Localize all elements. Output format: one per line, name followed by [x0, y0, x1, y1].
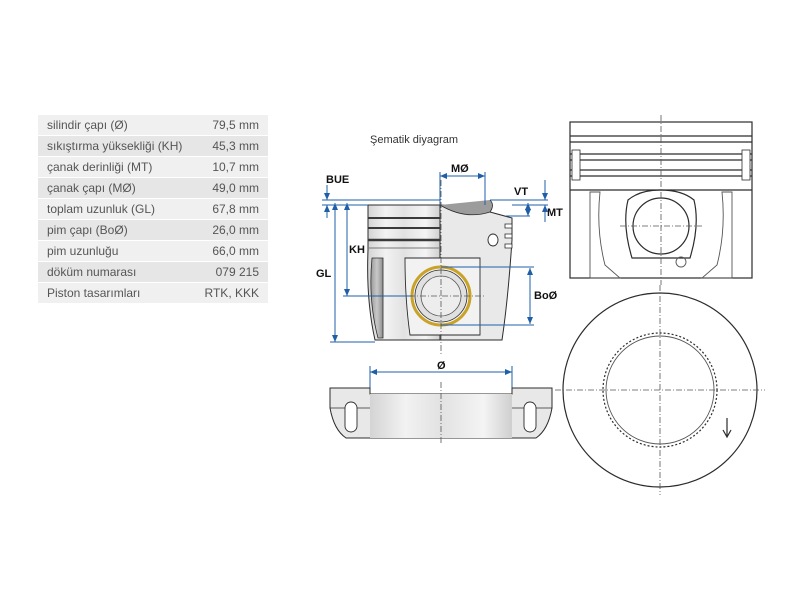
spec-label: çanak çapı (MØ) — [38, 177, 195, 199]
spec-value: 66,0 mm — [194, 240, 268, 262]
label-bo: BoØ — [534, 290, 558, 302]
spec-label: pim uzunluğu — [38, 240, 195, 262]
spec-row: çanak derinliği (MT)10,7 mm — [38, 156, 268, 178]
spec-value: 79,5 mm — [194, 115, 268, 136]
label-bue: BUE — [326, 174, 349, 186]
spec-row: pim çapı (BoØ)26,0 mm — [38, 219, 268, 241]
schematic-title: Şematik diyagram — [370, 134, 459, 146]
direction-arrow-icon — [722, 418, 732, 439]
piston-cross-section — [569, 115, 753, 285]
label-mt: MT — [547, 207, 563, 219]
spec-row: çanak çapı (MØ)49,0 mm — [38, 177, 268, 199]
label-gl: GL — [316, 268, 332, 280]
spec-label: Piston tasarımları — [38, 282, 195, 304]
spec-value: 079 215 — [194, 261, 268, 283]
spec-value: 67,8 mm — [194, 198, 268, 220]
spec-row: sıkıştırma yüksekliği (KH)45,3 mm — [38, 135, 268, 157]
spec-value: RTK, KKK — [194, 282, 268, 304]
spec-value: 49,0 mm — [194, 177, 268, 199]
spec-label: toplam uzunluk (GL) — [38, 198, 195, 220]
spec-value: 45,3 mm — [194, 135, 268, 157]
dimension-lines — [322, 172, 548, 392]
spec-label: döküm numarası — [38, 261, 195, 283]
spec-label: çanak derinliği (MT) — [38, 156, 195, 178]
piston-bottom-section — [329, 382, 553, 444]
piston-side-view — [367, 180, 513, 355]
spec-value: 26,0 mm — [194, 219, 268, 241]
spec-row: toplam uzunluk (GL)67,8 mm — [38, 198, 268, 220]
label-mo: MØ — [451, 163, 469, 175]
spec-label: sıkıştırma yüksekliği (KH) — [38, 135, 195, 157]
spec-value: 10,7 mm — [194, 156, 268, 178]
spec-label: silindir çapı (Ø) — [38, 115, 195, 136]
label-kh: KH — [349, 244, 365, 256]
spec-row: silindir çapı (Ø)79,5 mm — [38, 115, 268, 136]
spec-table: silindir çapı (Ø)79,5 mm sıkıştırma yüks… — [38, 115, 268, 304]
label-vt: VT — [514, 186, 528, 198]
piston-top-view — [555, 285, 765, 495]
label-o: Ø — [437, 360, 446, 372]
spec-label: pim çapı (BoØ) — [38, 219, 195, 241]
